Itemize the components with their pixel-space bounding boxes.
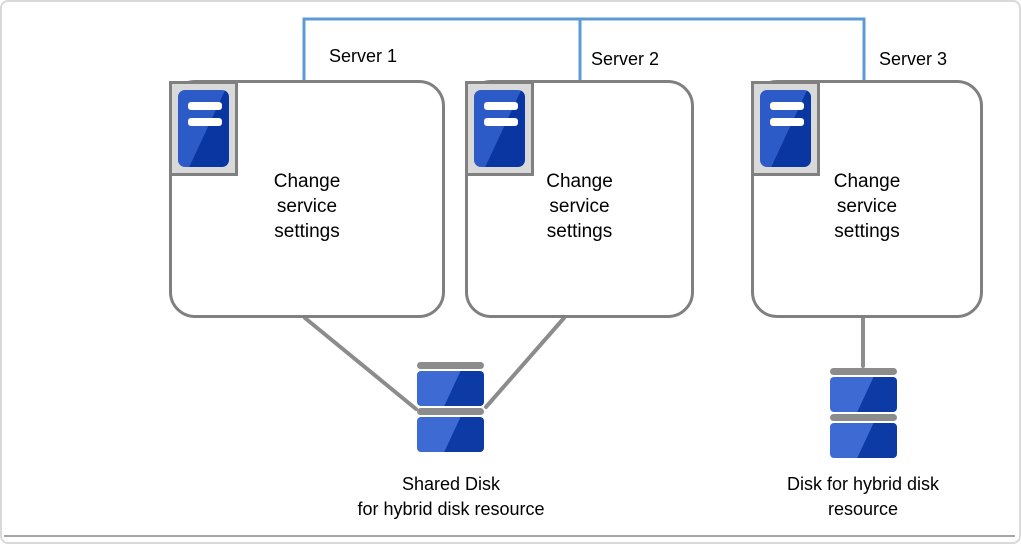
- server-tower-slot: [770, 118, 804, 126]
- network-interconnect-line: [302, 17, 866, 82]
- server-1-node: Change service settings: [169, 80, 445, 318]
- shared-disk-label: Shared Disk for hybrid disk resource: [357, 474, 545, 519]
- disk-unit: [830, 423, 897, 458]
- disk-cap: [417, 362, 484, 369]
- server-3-action-text: Change service settings: [833, 171, 901, 242]
- server2-shared-disk-link-line: [484, 316, 566, 409]
- server-tower-glyph: [178, 90, 229, 167]
- server-2-node: Change service settings: [465, 80, 694, 318]
- server-tower-glyph: [760, 90, 811, 167]
- server-tower-glyph: [474, 90, 525, 167]
- disk-unit: [417, 417, 484, 452]
- server-tower-slot: [770, 102, 804, 110]
- server-icon: [169, 81, 238, 176]
- server-3-label: Server 3: [879, 49, 948, 69]
- server-icon: [751, 81, 820, 176]
- server-icon: [465, 81, 534, 176]
- server-1-label: Server 1: [329, 46, 398, 66]
- server-tower-slot: [484, 102, 518, 110]
- disk-unit: [417, 371, 484, 406]
- shared-disk-icon: [417, 362, 484, 454]
- disk-cap: [417, 408, 484, 415]
- server-1-action-text: Change service settings: [273, 171, 341, 242]
- bottom-rule-divider: [4, 535, 1015, 537]
- server-tower-slot: [484, 118, 518, 126]
- server-2-label: Server 2: [591, 49, 660, 69]
- hybrid-disk-label: Disk for hybrid disk resource: [786, 474, 940, 519]
- disk-cap: [830, 414, 897, 421]
- server1-shared-disk-link-line: [303, 316, 418, 411]
- server-tower-slot: [188, 118, 222, 126]
- disk-cap: [830, 368, 897, 375]
- server-3-node: Change service settings: [751, 80, 983, 318]
- disk-unit: [830, 377, 897, 412]
- server-tower-slot: [188, 102, 222, 110]
- hybrid-disk-icon: [830, 368, 897, 460]
- server-2-action-text: Change service settings: [546, 171, 613, 242]
